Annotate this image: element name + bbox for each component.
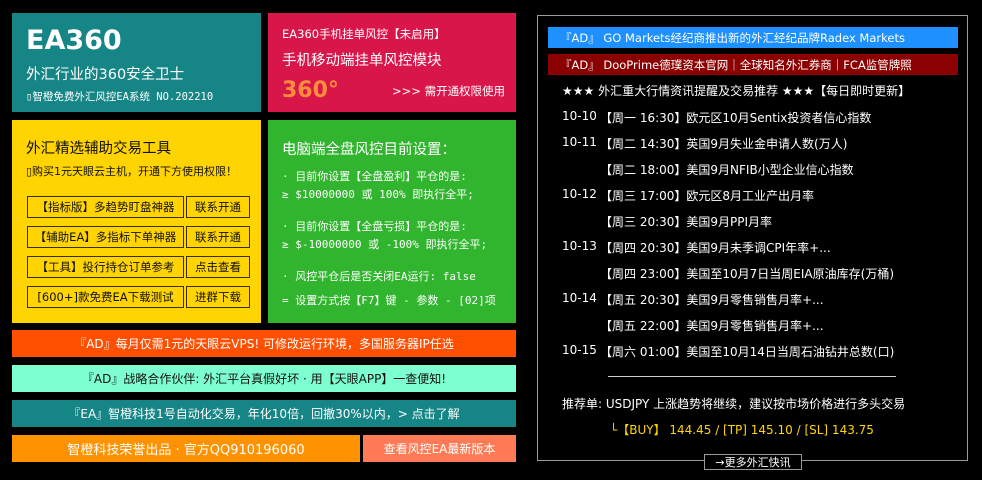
news-item[interactable]: 【周四 23:00】美国至10月7日当周EIA原油库存(万桶) [600, 267, 894, 281]
news-ad-dooprime[interactable]: 『AD』 DooPrime德璞资本官网｜全球知名外汇券商｜FCA监管牌照 [548, 54, 958, 75]
vps-ad-bar[interactable]: 『AD』每月仅需1元的天眼云VPS! 可修改运行环境，多国服务器IP任选 [12, 330, 516, 357]
pc-line: · 目前你设置【全盘亏损】平仓的是: [282, 220, 467, 233]
news-date: 10-13 [562, 239, 597, 253]
brand-bar[interactable]: 智橙科技荣誉出品 · 官方QQ910196060 [12, 435, 360, 462]
tool-row: 【指标版】多趋势盯盘神器 联系开通 [27, 196, 250, 218]
pc-line: ≥ $10000000 或 100% 即执行全平; [282, 188, 474, 201]
tool-free-ea-action[interactable]: 进群下载 [186, 286, 250, 308]
more-news-button[interactable]: →更多外汇快讯 [704, 454, 802, 470]
ea-ad-bar[interactable]: 『EA』智橙科技1号自动化交易，年化10倍，回撤30%以内，> 点击了解 [12, 400, 516, 427]
tool-row: 【辅助EA】多指标下单神器 联系开通 [27, 226, 250, 248]
news-item[interactable]: 【周六 01:00】美国至10月14日当周石油钻井总数(口) [600, 345, 895, 359]
pc-line: ≥ $-10000000 或 -100% 即执行全平; [282, 238, 488, 251]
logo-360-icon: 360° [282, 78, 339, 103]
tool-indicator-action[interactable]: 联系开通 [186, 196, 250, 218]
pc-line: = 设置方式按【F7】键 - 参数 - [02]项 [282, 294, 496, 307]
news-date: 10-14 [562, 291, 597, 305]
news-item[interactable]: 【周一 16:30】欧元区10月Sentix投资者信心指数 [600, 111, 872, 125]
tool-row: [600+]款免费EA下载测试 进群下载 [27, 286, 250, 308]
ea360-tile: EA360 外汇行业的360安全卫士 ▯智橙免费外汇风控EA系统 NO.2022… [12, 13, 261, 112]
tool-ea-action[interactable]: 联系开通 [186, 226, 250, 248]
tools-desc: ▯购买1元天眼云主机，开通下方使用权限！ [26, 165, 238, 178]
ea360-desc: ▯智橙免费外汇风控EA系统 NO.202210 [26, 91, 214, 103]
mobile-permission-link[interactable]: >>> 需开通权限使用 [392, 84, 506, 98]
mobile-title: 手机移动端挂单风控模块 [282, 53, 442, 69]
news-item[interactable]: 【周四 20:30】美国9月未季调CPI年率+... [600, 241, 831, 255]
news-item[interactable]: 【周三 17:00】欧元区8月工业产出月率 [600, 189, 815, 203]
latest-version-button[interactable]: 查看风控EA最新版本 [363, 435, 516, 462]
mobile-header: EA360手机挂单风控【未启用】 [282, 27, 446, 41]
recommend-text: 推荐单: USDJPY 上涨趋势将继续，建议按市场价格进行多头交易 [562, 397, 906, 411]
partner-ad-bar[interactable]: 『AD』战略合作伙伴: 外汇平台真假好坏 · 用【天眼APP】一查便知! [12, 365, 516, 392]
pc-line: · 风控平仓后是否关闭EA运行: false [282, 270, 476, 283]
pc-risk-tile: 电脑端全盘风控目前设置： · 目前你设置【全盘盈利】平仓的是: ≥ $10000… [268, 120, 516, 323]
tool-free-ea-button[interactable]: [600+]款免费EA下载测试 [27, 286, 184, 308]
news-date: 10-15 [562, 343, 597, 357]
news-header: ★★★ 外汇重大行情资讯提醒及交易推荐 ★★★【每日即时更新】 [562, 84, 911, 98]
news-item[interactable]: 【周五 20:30】美国9月零售销售月率+... [600, 293, 824, 307]
news-item[interactable]: 【周五 22:00】美国9月零售销售月率+... [600, 319, 824, 333]
news-panel: 『AD』 GO Markets经纪商推出新的外汇经纪品牌Radex Market… [537, 15, 968, 470]
pc-line: · 目前你设置【全盘盈利】平仓的是: [282, 170, 467, 183]
mobile-risk-tile[interactable]: EA360手机挂单风控【未启用】 手机移动端挂单风控模块 360° >>> 需开… [268, 13, 516, 112]
pc-title: 电脑端全盘风控目前设置： [282, 142, 456, 158]
news-item[interactable]: 【周二 18:00】美国9月NFIB小型企业信心指数 [600, 163, 854, 177]
tool-row: 【工具】投行持仓订单参考 点击查看 [27, 256, 250, 278]
news-item[interactable]: 【周三 20:30】美国9月PPI月率 [600, 215, 773, 229]
news-date: 10-11 [562, 135, 597, 149]
tool-positions-action[interactable]: 点击查看 [186, 256, 250, 278]
ea360-title: EA360 [26, 25, 122, 56]
tool-ea-button[interactable]: 【辅助EA】多指标下单神器 [27, 226, 184, 248]
news-item[interactable]: 【周二 14:30】英国9月失业金申请人数(万人) [600, 137, 848, 151]
trading-tools-tile: 外汇精选辅助交易工具 ▯购买1元天眼云主机，开通下方使用权限！ 【指标版】多趋势… [12, 120, 261, 323]
signal-text: └【BUY】 144.45 / [TP] 145.10 / [SL] 143.7… [610, 423, 874, 437]
tool-indicator-button[interactable]: 【指标版】多趋势盯盘神器 [27, 196, 184, 218]
news-date: 10-10 [562, 109, 597, 123]
tools-title: 外汇精选辅助交易工具 [26, 141, 171, 157]
news-ad-gomarkets[interactable]: 『AD』 GO Markets经纪商推出新的外汇经纪品牌Radex Market… [548, 27, 958, 48]
news-divider [608, 376, 896, 377]
ea360-subtitle: 外汇行业的360安全卫士 [26, 67, 185, 83]
news-date: 10-12 [562, 187, 597, 201]
tool-positions-button[interactable]: 【工具】投行持仓订单参考 [27, 256, 184, 278]
